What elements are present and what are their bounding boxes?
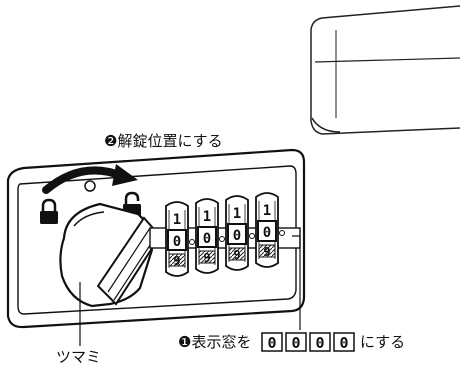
- step1-suffix: にする: [360, 333, 405, 351]
- combination-dials: 1 0 9 1 0 9 1 0 9 1 0 9: [165, 192, 285, 277]
- code-digit-box: 0: [309, 332, 331, 352]
- dial-wheel[interactable]: 1 0 9: [255, 192, 285, 268]
- pivot-mark-icon: [84, 180, 96, 192]
- dial-wheel[interactable]: 1 0 9: [225, 195, 255, 271]
- code-digit-box: 0: [333, 332, 355, 352]
- step2-marker: ❷: [104, 132, 117, 150]
- dial-window-number: 0: [203, 231, 211, 247]
- dial-bottom-number: 9: [263, 245, 270, 259]
- dial-display-window: [227, 223, 247, 245]
- code-digit: 0: [291, 334, 300, 352]
- step2-text: 解錠位置にする: [117, 132, 222, 150]
- dial-display-window: [257, 220, 277, 242]
- leader-line-dials: [292, 235, 301, 330]
- dial-window-number: 0: [173, 234, 181, 250]
- dial-display-window: [197, 226, 217, 248]
- dial-bottom-number: 9: [203, 251, 210, 265]
- code-box-frame: [309, 332, 331, 352]
- dial-wheel[interactable]: 1 0 9: [165, 201, 195, 277]
- dial-display-window: [167, 229, 187, 251]
- dial-spacer: [279, 230, 285, 236]
- dial-top-number: 1: [263, 203, 271, 219]
- step1-marker: ❶: [178, 333, 191, 351]
- dial-spacer: [249, 233, 255, 239]
- dial-top-number: 1: [203, 209, 211, 225]
- dial-window-number: 0: [263, 225, 271, 241]
- step1-prefix: 表示窓を: [191, 333, 251, 351]
- dial-lower-face: [228, 247, 246, 261]
- code-digit-box: 0: [285, 332, 307, 352]
- curved-arrow-icon: [42, 164, 138, 194]
- dial-window-number: 0: [233, 228, 241, 244]
- dial-top-number: 1: [173, 212, 181, 228]
- dial-lower-face: [198, 250, 216, 264]
- step2-label: ❷解錠位置にする: [104, 132, 223, 150]
- dial-spacer: [189, 239, 195, 245]
- cabinet-door: [310, 5, 460, 135]
- code-digit-box: 0: [261, 332, 283, 352]
- dial-spacer: [219, 236, 225, 242]
- code-digit: 0: [267, 334, 276, 352]
- dial-lower-face: [258, 244, 276, 258]
- dial-bottom-number: 9: [173, 254, 180, 268]
- svg-text:❶表示窓を: ❶表示窓を: [178, 333, 251, 351]
- dial-lower-face: [168, 253, 186, 267]
- code-box-frame: [333, 332, 355, 352]
- code-box-frame: [261, 332, 283, 352]
- dial-bottom-number: 9: [233, 248, 240, 262]
- code-digit: 0: [339, 334, 348, 352]
- code-digit: 0: [315, 334, 324, 352]
- code-box-frame: [285, 332, 307, 352]
- dial-top-number: 1: [233, 206, 241, 222]
- knob-label: ツマミ: [56, 348, 101, 365]
- dial-wheel[interactable]: 1 0 9: [195, 198, 225, 274]
- lock-closed-icon: [40, 198, 58, 224]
